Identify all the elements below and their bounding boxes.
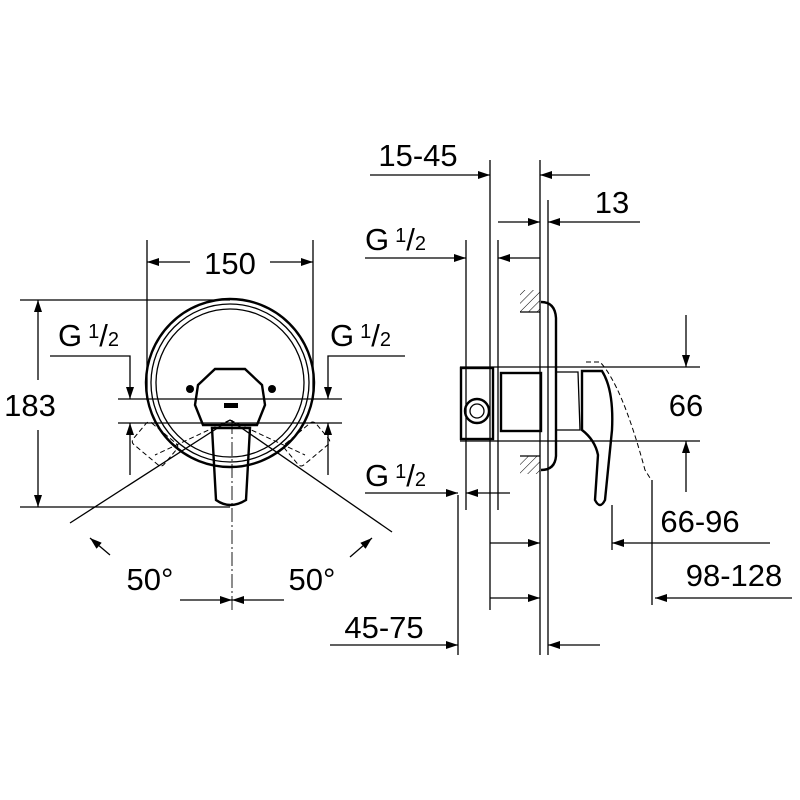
cover-plate-inner-ring [150, 303, 310, 463]
wall-section-upper [520, 290, 540, 312]
dim-66-96: 66-96 [660, 504, 739, 539]
handle-head [193, 367, 267, 427]
cover-plate [144, 297, 316, 469]
cover-plate-profile [540, 300, 558, 472]
angle-right-50: 50° [289, 562, 336, 597]
dim-45-75: 45-75 [344, 610, 423, 645]
dim-98-128: 98-128 [686, 558, 783, 593]
handle-position-right [283, 421, 331, 467]
handle-position-left [131, 421, 179, 467]
brand-logo [224, 403, 238, 408]
dim-66: 66 [669, 388, 703, 423]
handle-position-open [586, 361, 651, 479]
connection-port [463, 397, 491, 425]
handle-lever-side [580, 369, 614, 507]
screw-right [268, 385, 276, 393]
cover-plate-inner-ring-2 [155, 308, 305, 458]
dim-13: 13 [595, 185, 629, 220]
dim-15-45: 15-45 [378, 138, 457, 173]
angle-left-50: 50° [127, 562, 174, 597]
wall-section-lower [520, 456, 540, 474]
screw-left [186, 385, 194, 393]
cartridge [499, 371, 543, 433]
dim-width-150: 150 [204, 246, 256, 281]
dim-height-183: 183 [4, 388, 56, 423]
valve-body [459, 366, 495, 441]
